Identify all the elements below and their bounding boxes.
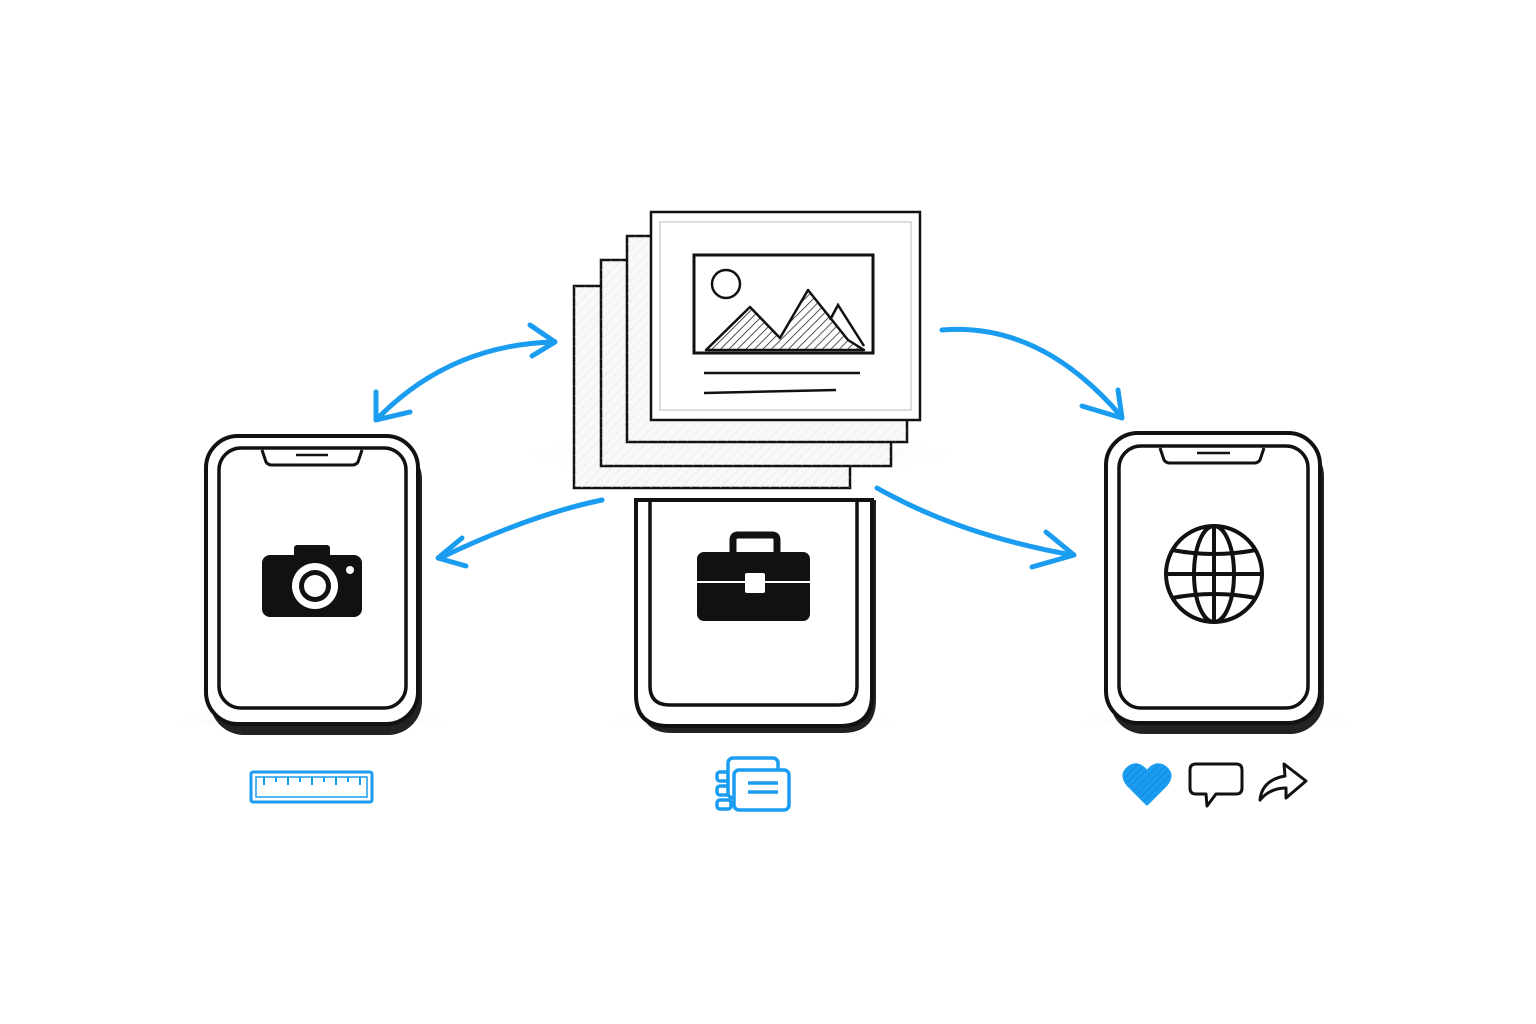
share-icon[interactable] bbox=[1258, 762, 1308, 802]
arrow-cards-to-left-phone bbox=[435, 497, 605, 569]
bidirectional-arrow-cards-left-phone bbox=[373, 322, 558, 423]
comment-icon[interactable] bbox=[1188, 762, 1244, 808]
arrow-cards-to-right-phone-top bbox=[939, 326, 1125, 421]
camera-icon bbox=[262, 545, 362, 617]
arrow-cards-to-right-phone-bottom bbox=[874, 485, 1077, 570]
briefcase-icon bbox=[697, 531, 810, 621]
image-gallery-cards bbox=[572, 210, 922, 490]
right-phone bbox=[1104, 431, 1324, 734]
globe-icon bbox=[1164, 524, 1264, 624]
heart-icon[interactable] bbox=[1122, 763, 1172, 806]
image-icon bbox=[692, 253, 875, 355]
middle-phone bbox=[634, 498, 876, 733]
left-phone bbox=[204, 434, 422, 735]
document-list-icon bbox=[715, 756, 791, 812]
ruler-icon bbox=[249, 770, 374, 804]
text-line bbox=[703, 388, 837, 395]
